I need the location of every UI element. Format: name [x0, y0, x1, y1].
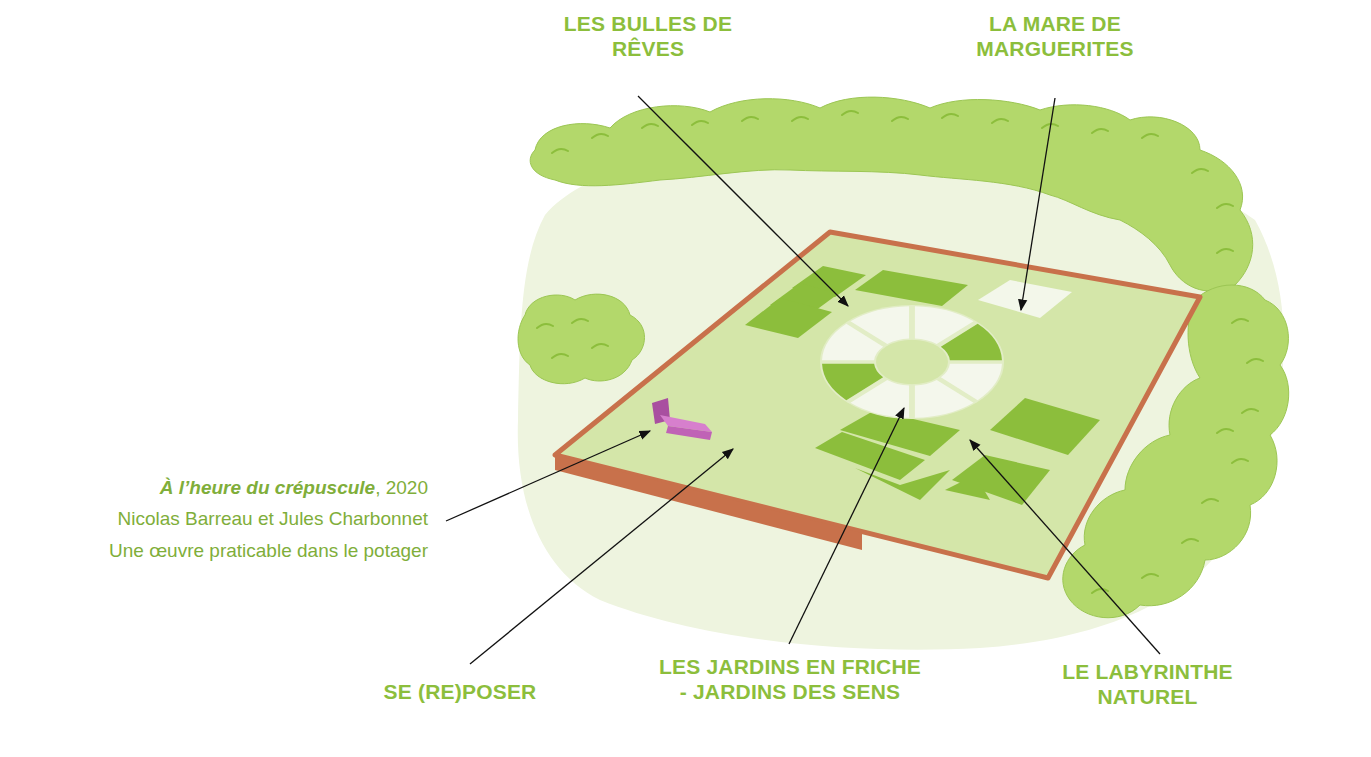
sculpture: [652, 398, 712, 440]
leader-lines: [446, 96, 1160, 664]
artwork-title: À l’heure du crépuscule, 2020: [0, 477, 428, 499]
dream-bubbles: [820, 305, 1004, 419]
place-label: LES JARDINS EN FRICHE - JARDINS DES SENS: [655, 655, 925, 705]
vegetable-garden: [555, 232, 1200, 578]
artist-names: Nicolas Barreau et Jules Charbonnet: [0, 508, 428, 530]
artwork-note: Une œuvre praticable dans le potager: [0, 540, 428, 562]
place-label: LA MARE DE MARGUERITES: [945, 12, 1165, 62]
bushes: [518, 97, 1289, 618]
place-label: SE (RE)POSER: [340, 680, 580, 705]
place-label: LES BULLES DE RÊVES: [548, 12, 748, 62]
garden-beds: [745, 266, 1100, 505]
place-label: LE LABYRINTHE NATUREL: [1030, 660, 1265, 710]
